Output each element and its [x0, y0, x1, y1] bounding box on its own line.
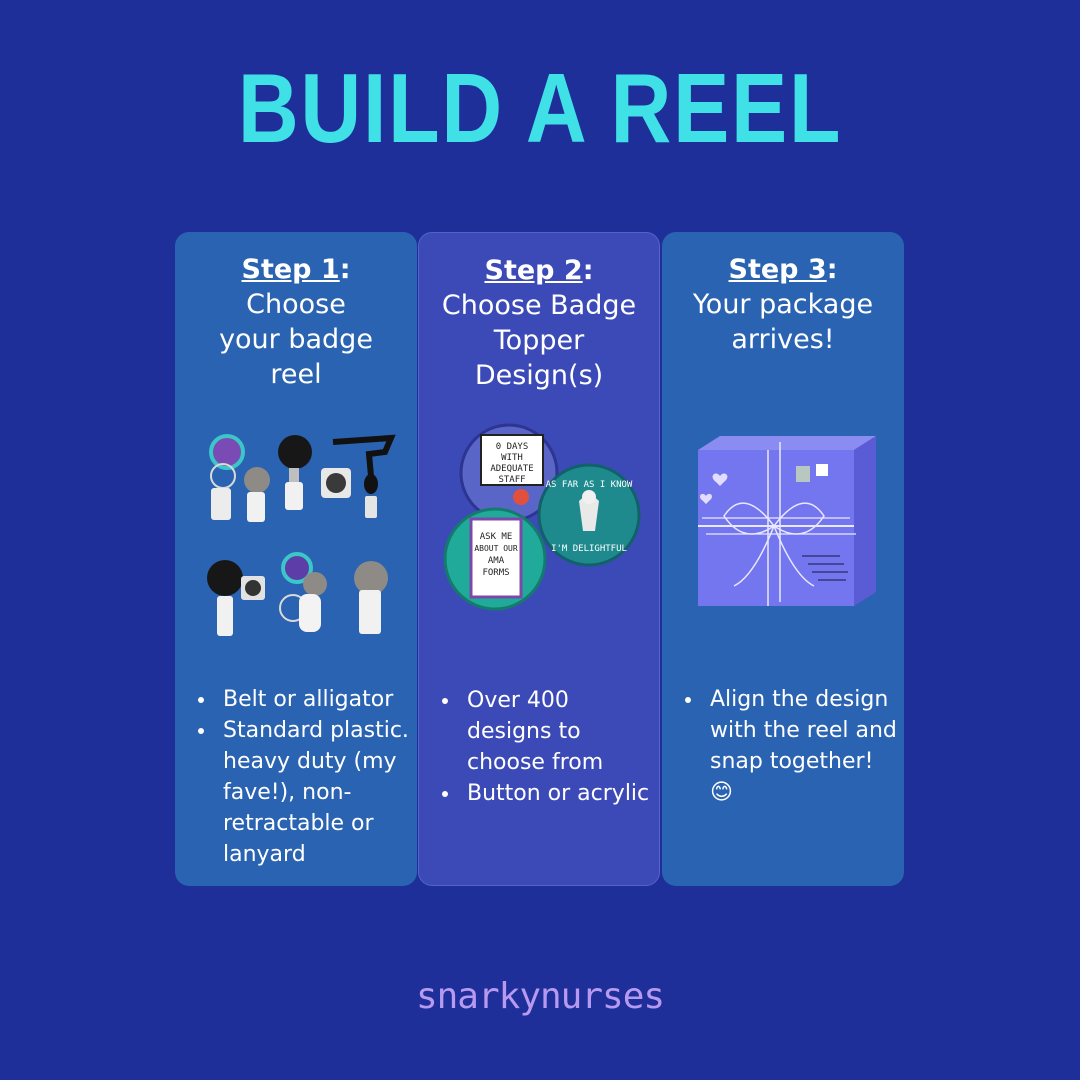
step-3-heading: Step 3: Your package arrives! [692, 254, 874, 355]
step-3-bullets: Align the design with the reel and snap … [672, 684, 898, 808]
svg-text:ASK ME: ASK ME [480, 532, 513, 542]
brand-logo: snarkynurses [415, 976, 665, 1017]
rainbow-reel-2-icon [279, 552, 327, 632]
button-delightful-icon: AS FAR AS I KNOW I'M DELIGHTFUL [537, 463, 641, 567]
step-2-bullets: Over 400 designs to choose from Button o… [429, 685, 653, 809]
page-title: BUILD A REEL [237, 53, 843, 163]
step-2-card: Step 2: Choose Badge Topper Design(s) 0 … [418, 232, 660, 886]
step-1-label: Step 1 [241, 254, 340, 285]
step-3-card: Step 3: Your package arrives! Align the … [662, 232, 904, 886]
svg-text:STAFF: STAFF [498, 475, 525, 485]
svg-text:I'M DELIGHTFUL: I'M DELIGHTFUL [551, 544, 627, 554]
svg-text:AS FAR AS I KNOW: AS FAR AS I KNOW [546, 480, 633, 490]
list-item: Over 400 designs to choose from [461, 685, 653, 778]
list-item: Belt or alligator [217, 684, 411, 715]
package-image [672, 432, 894, 612]
badge-toppers-image: 0 DAYS WITH ADEQUATE STAFF AS FAR AS I K… [429, 421, 651, 621]
svg-text:0 DAYS: 0 DAYS [496, 442, 529, 452]
gray-reel-icon [244, 467, 270, 522]
step-1-card: Step 1: Choose your badge reel [175, 232, 417, 886]
list-item: Button or acrylic [461, 778, 653, 809]
step-2-heading: Step 2: Choose Badge Topper Design(s) [441, 255, 637, 391]
rainbow-reel-icon [209, 434, 245, 520]
list-item: Align the design with the reel and snap … [704, 684, 898, 808]
list-item: Standard plastic. heavy duty (my fave!),… [217, 715, 411, 870]
button-0-days-icon: 0 DAYS WITH ADEQUATE STAFF [459, 423, 559, 523]
step-2-label: Step 2 [484, 255, 583, 286]
svg-text:AMA: AMA [488, 556, 505, 566]
svg-text:FORMS: FORMS [482, 568, 509, 578]
step-3-label: Step 3 [728, 254, 827, 285]
lanyard-icon [332, 434, 396, 518]
svg-text:ABOUT OUR: ABOUT OUR [474, 544, 518, 553]
step-1-bullets: Belt or alligator Standard plastic. heav… [185, 684, 411, 870]
gray-reel-2-icon [354, 561, 388, 634]
badge-reels-image [185, 430, 407, 648]
button-ama-forms-icon: ASK ME ABOUT OUR AMA FORMS [443, 507, 547, 611]
step-1-heading: Step 1: Choose your badge reel [219, 254, 373, 390]
svg-text:ADEQUATE: ADEQUATE [490, 464, 533, 474]
black-reel-2-icon [207, 560, 265, 636]
package-icon [698, 436, 876, 606]
black-reel-icon [278, 435, 312, 510]
clip-reel-icon [321, 468, 351, 498]
svg-text:WITH: WITH [501, 453, 523, 463]
